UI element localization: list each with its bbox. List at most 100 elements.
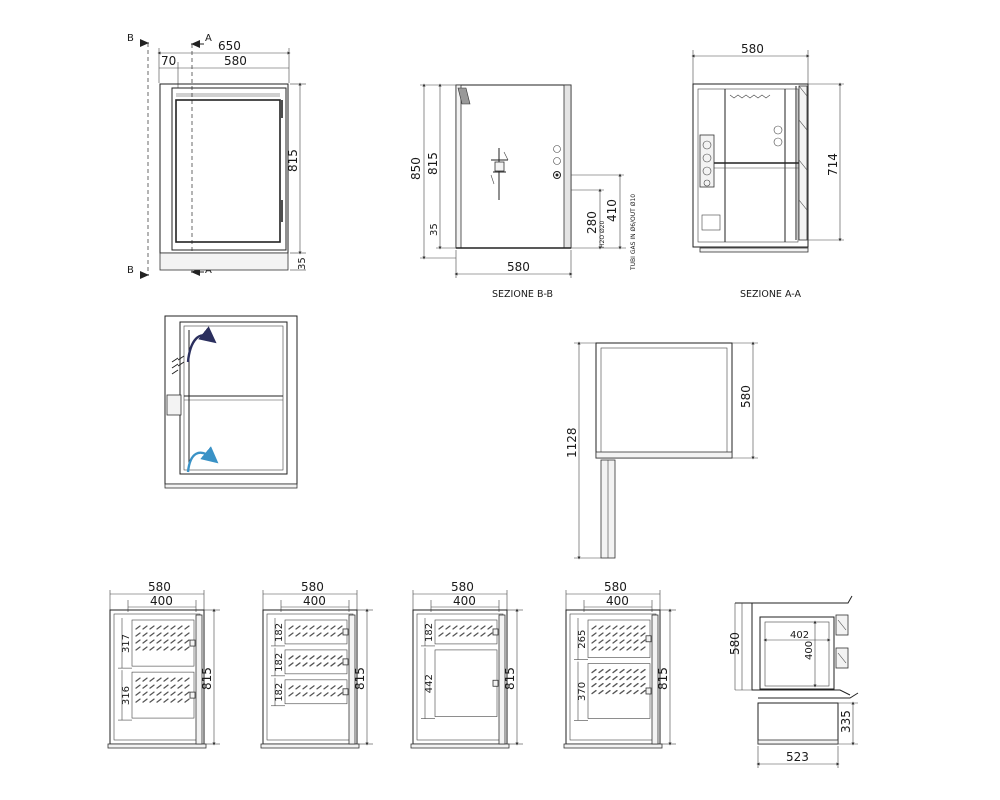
drawer-compartment[interactable] [284, 679, 349, 705]
vent-slot [309, 692, 315, 697]
vent-slot [295, 632, 301, 637]
dim-drawer-part: 182 [274, 623, 285, 642]
vent-slot [640, 689, 646, 695]
drawer-cabinet-outline [109, 609, 205, 745]
dim-shelf-height: 335 [839, 710, 853, 733]
vent-slot [323, 692, 329, 697]
dim-base-bb: 35 [429, 223, 440, 236]
vent-slot [591, 632, 597, 637]
vent-slot [163, 625, 169, 630]
vent-slot [135, 646, 141, 651]
section-a-label-top: A [205, 33, 212, 44]
vent-slot [177, 625, 183, 630]
vent-slot [605, 689, 611, 695]
vent-slot [163, 677, 169, 682]
front-view: B B A A 650 70 580 815 [127, 33, 308, 279]
vent-slot [633, 625, 639, 630]
vent-slot [626, 689, 632, 695]
drawer-compartment[interactable] [587, 619, 652, 658]
vent-slot [605, 632, 611, 637]
vent-slot [626, 625, 632, 630]
gas-connection-port [553, 171, 561, 179]
dim-drawer-inner: 400 [150, 594, 173, 608]
vent-slot [452, 632, 458, 637]
dim-gas-height: 410 [605, 199, 619, 222]
vent-slot [612, 625, 618, 630]
vent-slot [323, 625, 329, 630]
top-view-airflow [164, 315, 298, 489]
vent-slot [288, 662, 294, 667]
vent-slot [633, 639, 639, 644]
vent-slot [149, 684, 155, 689]
section-aa-body [692, 83, 809, 248]
drawer-compartment[interactable] [131, 671, 196, 719]
vent-slot [309, 662, 315, 667]
drawer-compartment[interactable] [131, 619, 196, 667]
vent-slot [295, 692, 301, 697]
section-b-label-top: B [127, 33, 134, 44]
drawer-compartment[interactable] [587, 663, 652, 719]
control-panel [699, 134, 715, 188]
vent-slot [184, 632, 190, 637]
dim-drawer-width: 580 [301, 580, 324, 594]
vent-slot [459, 625, 465, 630]
vent-slot [452, 625, 458, 630]
vent-slot [135, 684, 141, 689]
vent-slot [438, 632, 444, 637]
dim-drawer-height: 815 [200, 667, 214, 690]
vent-slot [170, 625, 176, 630]
vent-slot [170, 677, 176, 682]
dim-drawer-inner: 400 [453, 594, 476, 608]
drawer-compartment[interactable] [284, 619, 349, 645]
vent-slot [591, 646, 597, 651]
vent-slot [626, 632, 632, 637]
dim-drawer-height: 815 [656, 667, 670, 690]
vent-slot [309, 625, 315, 630]
vent-slot [633, 689, 639, 695]
drawer-compartment[interactable] [434, 649, 499, 717]
vent-slot [633, 682, 639, 688]
vent-slot [337, 692, 343, 697]
dim-height-total: 850 [409, 157, 423, 180]
dim-drawer-height: 815 [353, 667, 367, 690]
vent-slot [487, 632, 493, 637]
vent-slot [466, 632, 472, 637]
vent-slot [149, 691, 155, 696]
vent-slot [170, 684, 176, 689]
vent-slot [619, 639, 625, 644]
vent-slot [323, 685, 329, 690]
section-bb-body [455, 84, 572, 249]
vent-slot [640, 639, 646, 644]
vent-slot [170, 639, 176, 644]
vent-slot [142, 639, 148, 644]
vent-slot [640, 682, 646, 688]
drawer-compartment[interactable] [434, 619, 499, 645]
vent-slot [309, 685, 315, 690]
vent-slot [142, 698, 148, 703]
vent-slot [170, 632, 176, 637]
vent-slot [626, 639, 632, 644]
vent-slot [177, 691, 183, 696]
airflow-out-arrow [186, 326, 217, 363]
vent-slot [619, 646, 625, 651]
vent-slot [163, 632, 169, 637]
vent-slot [330, 625, 336, 630]
vent-slot [337, 685, 343, 690]
vent-slot [156, 691, 162, 696]
dim-width-total: 650 [218, 39, 241, 53]
vent-slot [184, 646, 190, 651]
vent-slot [337, 655, 343, 660]
vent-slot [598, 639, 604, 644]
vent-slot [633, 668, 639, 674]
vent-slot [316, 632, 322, 637]
vent-slot [316, 655, 322, 660]
vent-slot [184, 684, 190, 689]
drawer-compartment[interactable] [284, 649, 349, 675]
vent-slot [619, 675, 625, 681]
vent-slot [626, 682, 632, 688]
vent-slot [605, 625, 611, 630]
top-cabinet-outline [595, 342, 733, 459]
